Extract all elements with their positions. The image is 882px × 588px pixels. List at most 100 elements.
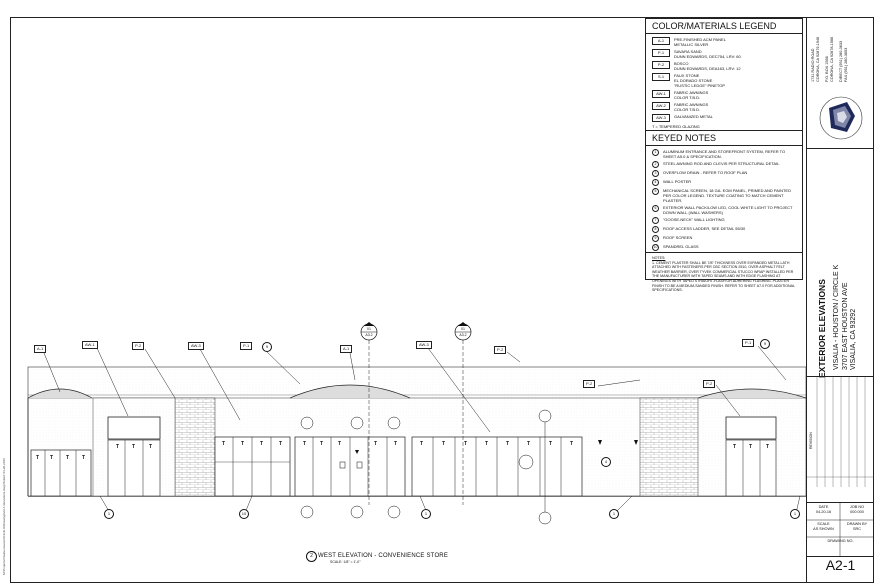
keyed-note-number: 7: [652, 217, 659, 224]
callout-a1-mid: A-1: [340, 345, 353, 353]
keyed-notes-title: KEYED NOTES: [646, 131, 802, 146]
tempered-glazing-mark: T: [766, 444, 770, 450]
scale-value: AS SHOWN: [813, 527, 834, 531]
job-value: 000.000: [850, 510, 864, 514]
notes-title: NOTES:: [652, 256, 666, 260]
callout-a1-left: A-1: [34, 345, 47, 353]
material-tag: S-1: [652, 73, 670, 81]
elevation-title: WEST ELEVATION - CONVENIENCE STORE: [318, 553, 449, 559]
firm-line-4: CORONA, CA 92878-1566: [830, 36, 834, 82]
tempered-note-text: T = TEMPERED GLAZING: [652, 124, 700, 129]
keyed-note-text: SPANDREL GLASS: [663, 244, 699, 249]
drawing-no-label: DRAWING NO.: [827, 539, 854, 543]
material-tag: AW-3: [652, 114, 670, 122]
keyed-callout-bubble: 1: [421, 509, 431, 519]
keyed-note-row: 3 OVERFLOW DRAIN - REFER TO ROOF PLAN: [646, 169, 802, 178]
tempered-glazing-mark: T: [241, 441, 245, 447]
tempered-glazing-mark: T: [394, 441, 398, 447]
material-tag: AW-1: [652, 90, 670, 98]
general-notes: NOTES: 1. CEMENT PLASTER SHALL BE 7/8" T…: [646, 252, 802, 296]
tempered-glazing-mark: T: [260, 441, 264, 447]
callout-aw1: AW-1: [82, 341, 98, 349]
tempered-glazing-mark: T: [149, 444, 153, 450]
tempered-glazing-mark: T: [338, 441, 342, 447]
drawn-label: DRAWN BY: [846, 522, 868, 526]
material-description: FABRIC AWNINGS COLOR T.B.D.: [674, 90, 709, 100]
keyed-callout-bubble: 9: [262, 342, 272, 352]
keyed-callout-bubble: 9: [760, 339, 770, 349]
firm-pobox: P.O. BOX 1566 CORONA, CA 92878-1566: [825, 37, 835, 82]
keyed-note-text: OVERFLOW DRAIN - REFER TO ROOF PLAN: [663, 170, 748, 175]
keyed-note-text: MECHANICAL SCREEN, 18 GA. EGM PANEL, PRI…: [663, 188, 791, 203]
section-marker-number: 01: [367, 327, 371, 331]
scale-label: SCALE: [817, 522, 830, 526]
keyed-callout-bubble: 1: [790, 509, 800, 519]
firm-address: 1731 RADIO ROAD CORONA, CA 92879-1946: [811, 37, 821, 82]
tempered-glazing-mark: T: [116, 444, 120, 450]
callout-p1-right: P-1: [742, 339, 755, 347]
tempered-glazing-mark: T: [320, 441, 324, 447]
keyed-note-number: 2: [652, 161, 659, 168]
section-marker-sheet: A3.2: [365, 333, 373, 337]
plot-stamp: M:\Projects\Visalia-Houston\Circle K\Dra…: [2, 458, 6, 575]
keyed-note-row: 5 MECHANICAL SCREEN, 18 GA. EGM PANEL, PR…: [646, 187, 802, 204]
tempered-glazing-mark: T: [66, 455, 70, 461]
callout-p2-left: P-2: [132, 342, 145, 350]
material-description: FABRIC AWNINGS COLOR T.B.D.: [674, 102, 709, 112]
tempered-glazing-mark: T: [442, 441, 446, 447]
date-value: 04-20-16: [815, 510, 832, 514]
tempered-glazing-mark: T: [303, 441, 307, 447]
material-row: AW-2 FABRIC AWNINGS COLOR T.B.D.: [646, 101, 802, 113]
firm-line-6: FAX (951) 280-3653: [844, 47, 848, 82]
material-tag: AW-2: [652, 102, 670, 110]
section-marker-2: [454, 322, 472, 341]
revision-label: REVISION: [809, 432, 813, 449]
material-tag: A-1: [652, 37, 670, 45]
project-city: VISALIA, CA 93292: [850, 308, 857, 370]
info-grid: [807, 503, 874, 557]
tempered-glazing-mark: T: [570, 441, 574, 447]
keyed-note-text: "GOOSE-NECK" WALL LIGHTING: [663, 217, 725, 222]
callout-p1-mid: P-1: [240, 342, 253, 350]
keyed-note-row: 2 STEEL AWNING ROD AND CLEVIS PER STRUCTU…: [646, 160, 802, 169]
project-info: VISALIA - HOUSTON / CIRCLE K 3707 EAST H…: [833, 265, 859, 370]
date-label: DATE: [818, 505, 829, 509]
keyed-callout-bubble: 10: [239, 509, 249, 519]
tempered-glazing-mark: T: [464, 441, 468, 447]
tempered-glazing-mark: T: [506, 441, 510, 447]
firm-phone: DIRECT (951) 280-3633 FAX (951) 280-3653: [839, 41, 849, 82]
tempered-glazing-mark: T: [749, 444, 753, 450]
material-description: PRE-FINISHED ACM PANEL METALLIC SILVER: [674, 37, 726, 47]
tempered-glazing-mark: T: [420, 441, 424, 447]
drawing-number: A2-1: [807, 556, 874, 584]
keyed-note-text: STEEL AWNING ROD AND CLEVIS PER STRUCTUR…: [663, 161, 780, 166]
elevation-scale: SCALE: 1/8" = 1'-0": [330, 560, 361, 564]
callout-aw3-left: AW-3: [188, 342, 204, 350]
material-description: FAUX STONE EL DORADO STONE "RUSTIC LEDGE…: [674, 73, 725, 88]
keyed-note-number: 1: [652, 149, 659, 156]
keyed-note-number: 5: [652, 188, 659, 195]
tempered-note: T = TEMPERED GLAZING: [646, 123, 802, 130]
revision-block: REVISION: [807, 376, 874, 487]
callout-aw3-right: AW-3: [416, 341, 432, 349]
tempered-glazing-mark: T: [374, 441, 378, 447]
material-row: A-1 PRE-FINISHED ACM PANEL METALLIC SILVE…: [646, 36, 802, 48]
keyed-note-number: 3: [652, 170, 659, 177]
sheet-border: [10, 17, 874, 583]
elevation-number-bubble: 2: [306, 551, 317, 562]
tempered-glazing-mark: T: [279, 441, 283, 447]
materials-list: A-1 PRE-FINISHED ACM PANEL METALLIC SILVE…: [646, 34, 802, 123]
section-marker-number: 01: [461, 327, 465, 331]
title-block: 1731 RADIO ROAD CORONA, CA 92879-1946 P.…: [806, 18, 874, 583]
